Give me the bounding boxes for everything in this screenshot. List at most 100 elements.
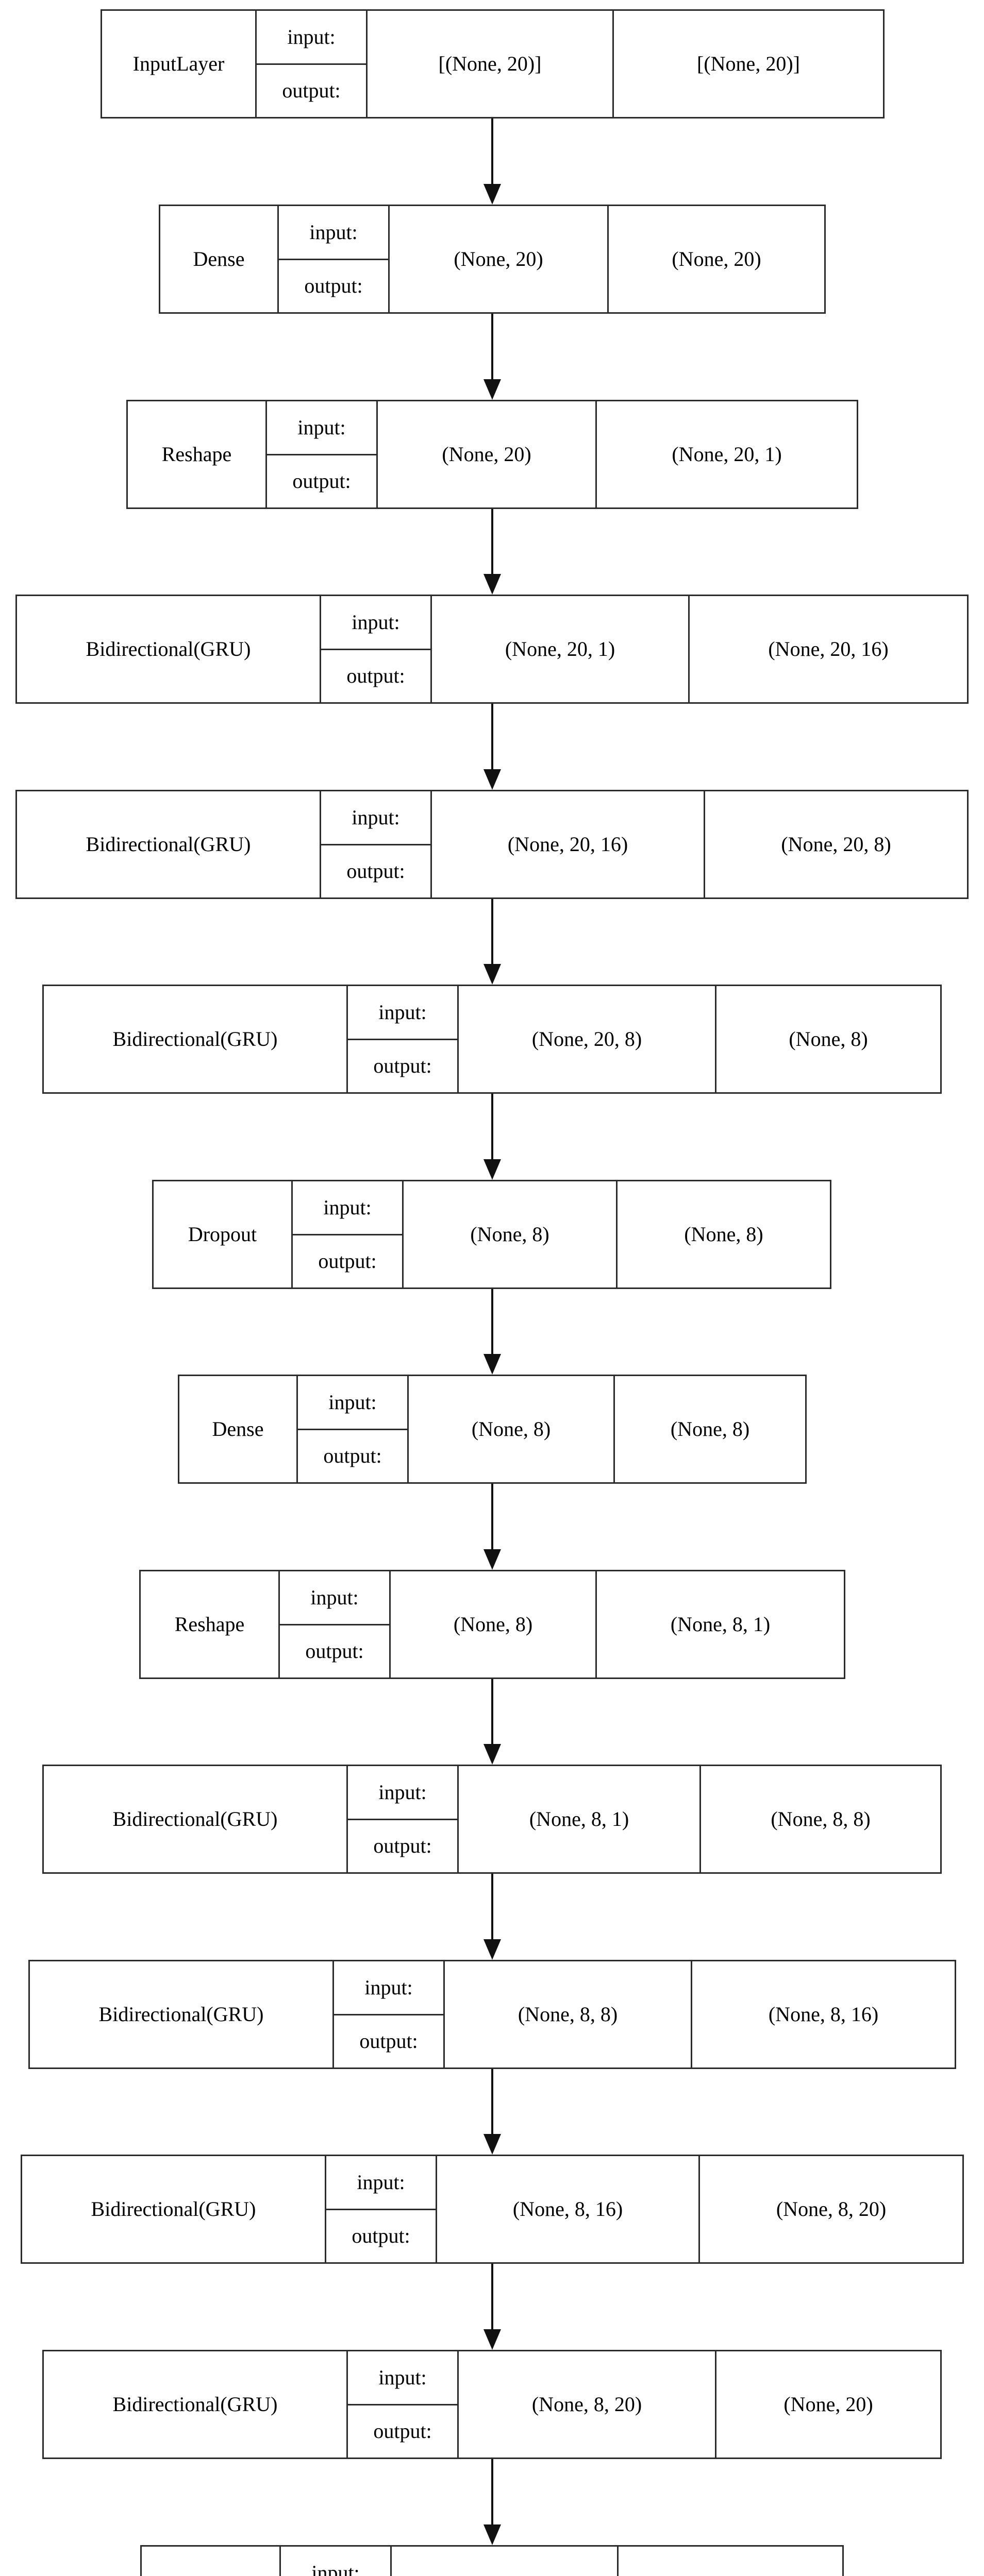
layer-type-label: Dense: [179, 1376, 298, 1482]
input-label: input:: [321, 791, 430, 845]
io-label-column: input:output:: [348, 1766, 459, 1872]
arrow-head-icon: [483, 2134, 501, 2155]
input-label: input:: [348, 1766, 457, 1820]
input-shape-value: (None, 8): [409, 1376, 615, 1482]
arrow-line: [491, 1289, 493, 1355]
output-shape-value: (None, 20): [716, 2351, 940, 2458]
arrow-line: [491, 704, 493, 770]
arrow-head-icon: [483, 1744, 501, 1765]
input-shape-value: (None, 20): [392, 2547, 619, 2576]
arrow-line: [491, 2459, 493, 2526]
output-label: output:: [304, 274, 363, 298]
input-shape-value: (None, 8, 1): [459, 1766, 701, 1872]
arrow-head-icon: [483, 379, 501, 400]
layer-type-label: Bidirectional(GRU): [22, 2156, 326, 2262]
output-shape-value: (None, 20, 1): [597, 401, 857, 507]
io-label-column: input: output:: [334, 1961, 445, 2067]
arrow-head-icon: [483, 1549, 501, 1570]
layer-type-label: Dropout: [142, 2547, 281, 2576]
input-label: input:: [334, 1961, 443, 2015]
arrow-head-icon: [483, 2329, 501, 2350]
input-shape-value: (None, 20, 16): [432, 791, 705, 897]
io-label-column: input:output:: [348, 986, 459, 1092]
arrow-line: [491, 509, 493, 575]
io-label-column: input: output:: [298, 1376, 409, 1482]
layer-node-bigru_4[interactable]: Bidirectional(GRU)input:output:(None, 8,…: [42, 1765, 942, 1874]
arrow-line: [491, 314, 493, 380]
output-label: output:: [305, 1639, 364, 1663]
arrow-line: [491, 1679, 493, 1745]
output-shape-value: (None, 8, 1): [597, 1571, 844, 1677]
layer-type-label: Reshape: [128, 401, 267, 507]
layer-type-label: Bidirectional(GRU): [44, 2351, 348, 2458]
output-shape-value: (None, 20): [609, 206, 824, 312]
output-shape-value: (None, 20): [619, 2547, 842, 2576]
input-shape-value: (None, 20): [390, 206, 609, 312]
input-label: input:: [298, 1376, 407, 1430]
input-label: input:: [321, 596, 430, 650]
output-shape-value: (None, 20, 8): [705, 791, 967, 897]
arrow-head-icon: [483, 574, 501, 595]
input-shape-value: (None, 8): [404, 1181, 618, 1287]
layer-type-label: Dense: [160, 206, 279, 312]
arrow-head-icon: [483, 769, 501, 790]
output-shape-value: (None, 8, 20): [700, 2156, 962, 2262]
input-label: input:: [293, 1181, 402, 1235]
io-label-column: input:output:: [326, 2156, 437, 2262]
arrow-line: [491, 2264, 493, 2330]
output-shape-value: (None, 20, 16): [690, 596, 967, 702]
layer-node-bigru_3[interactable]: Bidirectional(GRU)input:output:(None, 20…: [42, 985, 942, 1094]
arrow-line: [491, 1874, 493, 1940]
output-shape-value: (None, 8): [615, 1376, 805, 1482]
io-label-column: input:output:: [348, 2351, 459, 2458]
output-label: output:: [346, 664, 405, 688]
input-label: input:: [257, 11, 366, 65]
input-shape-value: (None, 20): [378, 401, 597, 507]
input-shape-value: (None, 8, 16): [437, 2156, 700, 2262]
input-label: input:: [326, 2156, 436, 2210]
layer-type-label: Reshape: [141, 1571, 280, 1677]
input-shape-value: [(None, 20)]: [368, 11, 614, 117]
io-label-column: input: output:: [267, 401, 378, 507]
layer-node-bigru_1[interactable]: Bidirectional(GRU)input: output: (None, 20…: [15, 595, 969, 704]
output-label: output:: [323, 1444, 382, 1468]
input-shape-value: (None, 20, 8): [459, 986, 716, 1092]
arrow-line: [491, 118, 493, 185]
layer-node-bigru_2[interactable]: Bidirectional(GRU)input:output:(None, 20…: [15, 790, 969, 899]
output-label: output:: [359, 2029, 418, 2053]
output-shape-value: (None, 8): [618, 1181, 830, 1287]
io-label-column: input: output:: [257, 11, 368, 117]
layer-type-label: Bidirectional(GRU): [17, 596, 321, 702]
output-label: output:: [373, 2419, 432, 2443]
output-label: output:: [292, 469, 351, 493]
layer-node-bigru_6[interactable]: Bidirectional(GRU)input:output:(None, 8,…: [21, 2155, 964, 2264]
layer-type-label: Bidirectional(GRU): [44, 1766, 348, 1872]
arrow-head-icon: [483, 184, 501, 205]
input-label: input:: [267, 401, 376, 455]
output-label: output:: [282, 79, 341, 103]
layer-type-label: Bidirectional(GRU): [44, 986, 348, 1092]
input-label: input:: [279, 206, 388, 260]
arrow-line: [491, 2069, 493, 2135]
arrow-line: [491, 1484, 493, 1550]
layer-type-label: InputLayer: [102, 11, 257, 117]
input-shape-value: (None, 8, 8): [445, 1961, 692, 2067]
layer-type-label: Bidirectional(GRU): [17, 791, 321, 897]
io-label-column: input:output:: [293, 1181, 404, 1287]
output-shape-value: (None, 8, 8): [701, 1766, 940, 1872]
output-shape-value: (None, 8): [716, 986, 940, 1092]
output-label: output:: [373, 1054, 432, 1078]
layer-node-bigru_5[interactable]: Bidirectional(GRU)input:output:(None, 8,…: [28, 1960, 956, 2069]
input-shape-value: (None, 20, 1): [432, 596, 690, 702]
output-shape-value: [(None, 20)]: [614, 11, 883, 117]
arrow-line: [491, 1094, 493, 1160]
layer-node-bigru_7[interactable]: Bidirectional(GRU)input:output:(None, 8,…: [42, 2350, 942, 2459]
input-label: input:: [281, 2547, 390, 2576]
